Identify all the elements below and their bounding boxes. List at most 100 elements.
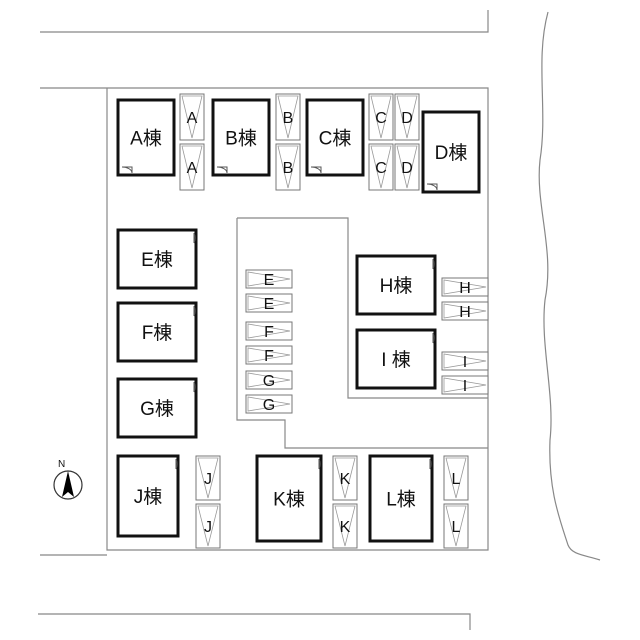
building-i: I 棟 [355,328,437,390]
car-stall-icon [396,95,418,139]
car-stall-icon [247,271,291,287]
parking-outline [275,93,301,141]
building-label: C棟 [319,128,352,150]
parking-label: I [463,354,467,371]
parking-outline [245,269,293,289]
parking-outline [368,143,394,191]
parking-outline [179,143,205,191]
parking-space-i: I [441,375,489,395]
parking-space-g: G [245,370,293,390]
building-outline [305,98,365,177]
car-stall-icon [443,353,487,369]
building-outline [355,254,437,316]
building-outline [116,98,176,177]
building-label: L棟 [386,489,416,511]
parking-label: C [375,160,387,177]
parking-label: E [264,272,275,289]
right-road-line [538,11,601,561]
building-label: B棟 [225,128,257,150]
parking-outline [245,321,293,341]
building-l: L棟 [368,454,434,543]
parking-label: K [340,519,351,536]
building-outline [255,454,323,543]
parking-space-l: L [443,455,469,501]
parking-label: B [283,160,294,177]
door-icon [193,305,196,317]
parking-label: H [459,280,471,297]
parking-label: C [375,110,387,127]
building-outline [355,328,437,390]
parking-outline [441,301,489,321]
parking-outline [245,394,293,414]
parking-space-h: H [441,301,489,321]
car-stall-icon [197,457,219,499]
buildings: A棟 B棟 C棟 D棟 E棟 F棟 G棟 H棟 I 棟 J棟 K棟 L棟 [116,98,481,543]
building-label: H棟 [380,275,413,297]
door-icon [429,458,432,470]
compass: N [53,459,83,500]
road-lines [38,10,601,630]
parking-label: F [264,324,274,341]
door-icon [318,458,321,470]
car-stall-icon [247,396,291,412]
parking-space-b: B [275,143,301,191]
parking-space-e: E [245,269,293,289]
parking-label: F [264,348,274,365]
parking-space-a: A [179,93,205,141]
parking-outline [394,143,420,191]
parking-space-c: C [368,93,394,141]
building-d: D棟 [421,110,481,194]
parking-space-g: G [245,394,293,414]
building-outline [368,454,434,543]
parking-label: D [401,110,413,127]
car-stall-icon [197,505,219,547]
parking-label: G [263,397,275,414]
door-icon [216,166,228,174]
parking-label: E [264,296,275,313]
door-icon [310,166,322,174]
parking-space-h: H [441,277,489,297]
parking-space-f: F [245,321,293,341]
door-icon [432,332,435,344]
building-f: F棟 [116,301,198,363]
parking-label: J [204,471,212,488]
car-stall-icon [443,279,487,295]
building-outline [116,228,198,290]
building-label: K棟 [273,489,305,511]
car-stall-icon [445,457,467,499]
building-label: G棟 [140,398,174,420]
car-stall-icon [247,295,291,311]
building-outline [116,301,198,363]
building-j: J棟 [116,454,180,538]
car-stall-icon [334,505,356,547]
car-stall-icon [181,145,203,189]
parking-outline [441,375,489,395]
parking-label: D [401,160,413,177]
parking-label: I [463,378,467,395]
parking-space-k: K [332,503,358,549]
door-icon [432,258,435,270]
car-stall-icon [443,303,487,319]
parking-outline [394,93,420,141]
building-outline [116,377,198,439]
building-outline [421,110,481,194]
car-stall-icon [443,377,487,393]
building-e: E棟 [116,228,198,290]
building-label: A棟 [130,128,162,150]
parking-space-d: D [394,93,420,141]
car-stall-icon [277,145,299,189]
building-k: K棟 [255,454,323,543]
parking-space-i: I [441,351,489,371]
car-stall-icon [445,505,467,547]
parking-outline [443,503,469,549]
parking-outline [332,455,358,501]
door-icon [193,232,196,244]
building-label: E棟 [141,249,173,271]
parking-label: G [263,373,275,390]
parking-label: B [283,110,294,127]
building-label: I 棟 [381,349,411,371]
building-label: F棟 [142,322,173,344]
parking-outline [368,93,394,141]
building-g: G棟 [116,377,198,439]
